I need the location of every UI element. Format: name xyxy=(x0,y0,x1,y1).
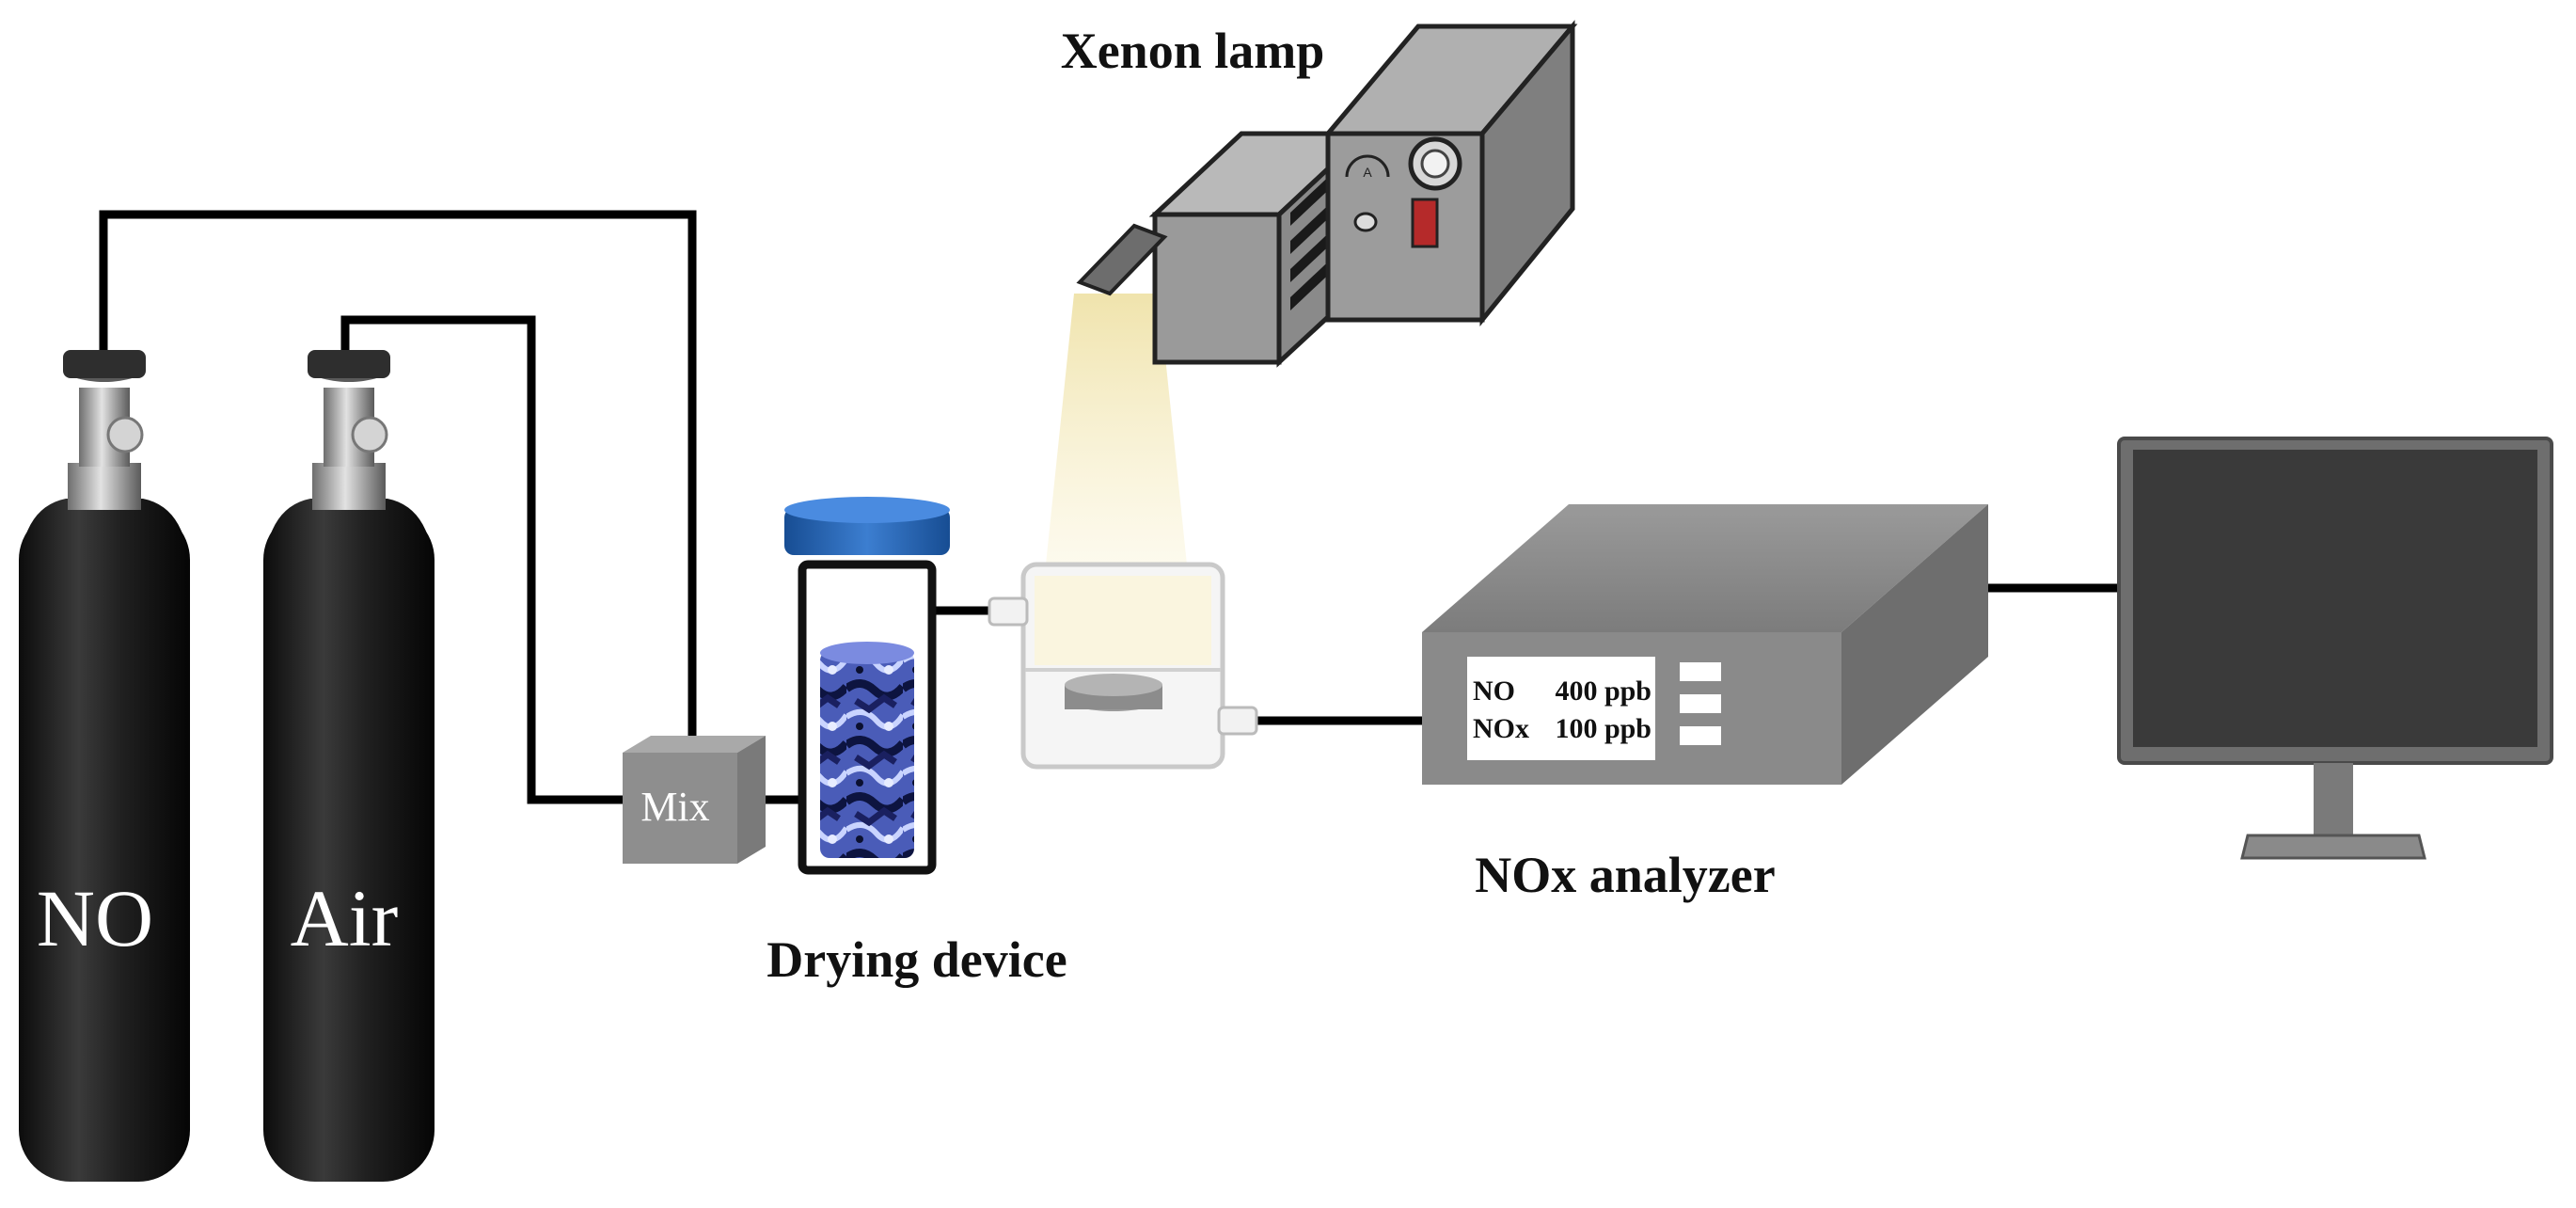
air-cylinder-label: Air xyxy=(291,873,399,963)
photoreactor xyxy=(988,562,1258,770)
desiccant-top xyxy=(820,642,914,664)
mixer-top xyxy=(623,736,766,753)
no-gas-cylinder: NO xyxy=(19,350,190,1182)
valve-knob-side xyxy=(351,416,388,453)
monitor-screen xyxy=(2133,450,2537,747)
ammeter-icon xyxy=(1345,154,1390,178)
nox-reading-name: NOx xyxy=(1473,713,1529,744)
monitor-stand-neck xyxy=(2314,763,2353,838)
mixer-label: Mix xyxy=(640,784,709,830)
xenon-lamp: A Xenon lamp xyxy=(1061,20,1578,368)
cylinder-shoulder xyxy=(263,499,435,583)
analyzer-button-2 xyxy=(1680,694,1721,713)
sample-dish-top xyxy=(1065,674,1162,696)
mixer-front xyxy=(623,753,737,864)
valve-cap-body xyxy=(308,350,390,378)
reactor-outlet-port xyxy=(1217,706,1258,736)
lamp-housing-front xyxy=(1152,212,1282,365)
mixer-side xyxy=(737,736,766,864)
xenon-lamp-label: Xenon lamp xyxy=(1061,23,1325,79)
reactor-inlet-port xyxy=(988,596,1029,627)
cylinder-shoulder xyxy=(19,499,190,583)
no-cylinder-label: NO xyxy=(37,873,153,963)
ammeter-symbol: A xyxy=(1363,165,1372,180)
monitor-stand-base xyxy=(2240,834,2426,860)
cylinder-body xyxy=(19,508,190,1182)
light-beam xyxy=(1046,294,1187,564)
nox-analyzer-label: NOx analyzer xyxy=(1475,847,1775,903)
air-gas-line xyxy=(340,315,623,804)
air-gas-cylinder: Air xyxy=(263,350,435,1182)
no-reading-value: 400 ppb xyxy=(1555,676,1651,707)
lamp-emitter xyxy=(1076,223,1168,296)
cylinder-neck xyxy=(68,463,141,510)
power-switch xyxy=(1411,198,1439,248)
drying-device-label: Drying device xyxy=(766,931,1067,988)
analyzer-button-3 xyxy=(1680,726,1721,745)
gas-mixer: Mix xyxy=(623,736,766,864)
nox-analyzer: NO 400 ppb NOx 100 ppb NOx analyzer xyxy=(1422,504,1988,903)
no-gas-line xyxy=(99,210,697,748)
nox-reading-value: 100 ppb xyxy=(1555,713,1651,744)
desiccant-column xyxy=(820,651,914,858)
valve-cap-body xyxy=(63,350,146,378)
analyzer-display xyxy=(1467,657,1655,760)
drying-device: Drying device xyxy=(766,497,1067,988)
dryer-cap-top xyxy=(784,497,950,523)
no-reading-name: NO xyxy=(1473,676,1515,707)
reactor-inner-light xyxy=(1035,576,1211,665)
analyzer-side xyxy=(1841,504,1988,785)
computer-monitor xyxy=(2117,437,2553,860)
cylinder-neck xyxy=(312,463,386,510)
gas-tubing xyxy=(99,210,2119,804)
indicator-light xyxy=(1353,212,1378,232)
valve-knob-side xyxy=(106,416,144,453)
analyzer-button-1 xyxy=(1680,662,1721,681)
power-knob-inner xyxy=(1420,149,1450,179)
cylinder-body xyxy=(263,508,435,1182)
analyzer-top xyxy=(1422,504,1988,632)
